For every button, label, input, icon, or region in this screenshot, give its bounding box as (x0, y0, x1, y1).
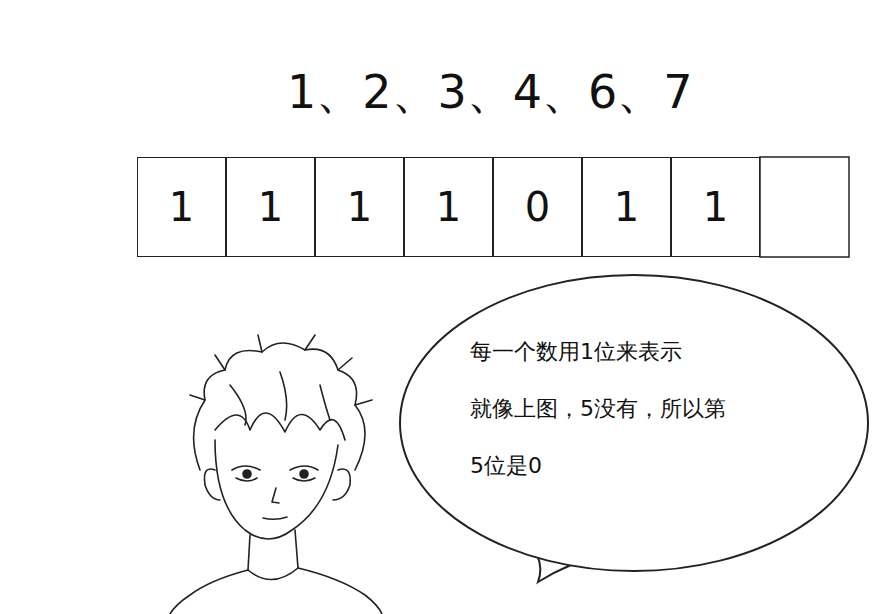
bit-cell: 1 (315, 157, 404, 257)
bit-cell: 0 (493, 157, 582, 257)
bit-value: 1 (703, 184, 728, 230)
bit-value: 1 (614, 184, 639, 230)
bubble-text: 每一个数用1位来表示 就像上图，5没有，所以第 5位是0 (470, 323, 770, 494)
bit-value: 1 (258, 184, 283, 230)
empty-cell (760, 157, 849, 257)
bit-cell: 1 (582, 157, 671, 257)
bit-cell: 1 (671, 157, 760, 257)
bit-value: 1 (436, 184, 461, 230)
bit-cell: 1 (226, 157, 315, 257)
number-list-title: 1、2、3、4、6、7 (287, 62, 693, 124)
bit-cell: 1 (137, 157, 226, 257)
bit-value: 1 (347, 184, 372, 230)
bit-value: 0 (525, 184, 550, 230)
bit-cell: 1 (404, 157, 493, 257)
speech-bubble: 每一个数用1位来表示 就像上图，5没有，所以第 5位是0 (398, 273, 870, 573)
boy-figure (170, 335, 382, 614)
bubble-outline (398, 273, 870, 573)
bit-value: 1 (169, 184, 194, 230)
